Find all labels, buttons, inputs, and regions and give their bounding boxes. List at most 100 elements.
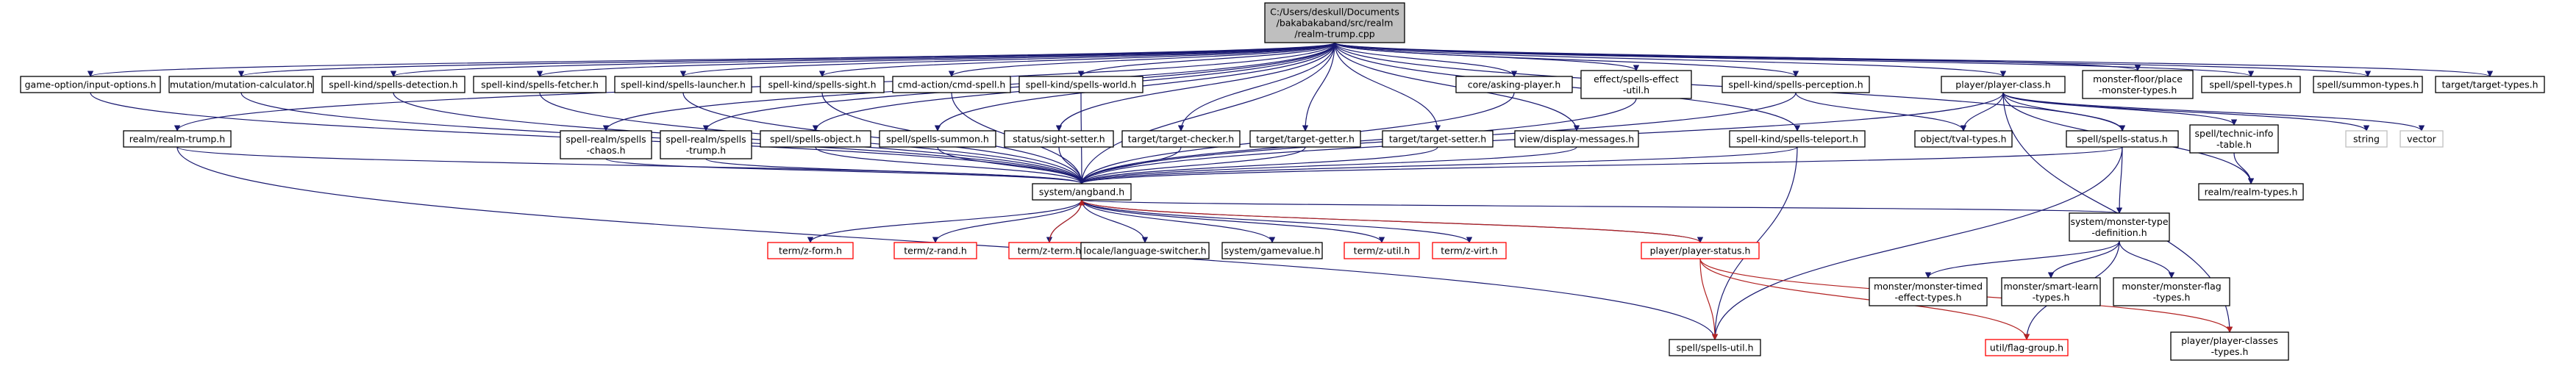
node-box (1080, 242, 1210, 259)
edge-line (1078, 42, 1335, 184)
node-label: -table.h (2216, 139, 2252, 150)
header-file-node[interactable]: monster/monster-timed-effect-types.h (1869, 277, 1988, 306)
header-file-node[interactable]: spell-kind/spells-teleport.h (1729, 130, 1866, 148)
header-file-node[interactable]: string (2345, 130, 2388, 148)
header-file-node[interactable]: spell-kind/spells-perception.h (1722, 76, 1870, 93)
header-file-node[interactable]: term/z-form.h (767, 242, 854, 259)
header-file-node[interactable]: system/angband.h (1032, 183, 1132, 201)
edge-line (1795, 92, 1967, 132)
header-file-node[interactable]: spell-kind/spells-detection.h (321, 76, 465, 93)
include-edge (1302, 42, 1335, 132)
edge-line (1924, 240, 2120, 279)
edge-line (2002, 92, 2370, 132)
include-edge (1960, 92, 2004, 132)
node-label: -types.h (2033, 292, 2070, 303)
node-label: effect/spells-effect (1594, 73, 1679, 85)
header-file-node[interactable]: player/player-classes-types.h (2170, 331, 2289, 361)
node-box (1032, 183, 1132, 201)
node-box (2066, 130, 2179, 148)
header-file-node[interactable]: vector (2400, 130, 2444, 148)
header-file-node[interactable]: effect/spells-effect-util.h (1580, 70, 1692, 99)
header-file-node[interactable]: spell/spell-types.h (2201, 76, 2301, 93)
header-file-node[interactable]: target/target-setter.h (1382, 130, 1494, 148)
header-file-node[interactable]: spell-realm/spells-chaos.h (560, 130, 652, 159)
include-edge (1080, 199, 2120, 214)
header-file-node[interactable]: target/target-types.h (2435, 76, 2545, 93)
header-file-node[interactable]: system/gamevalue.h (1221, 242, 1323, 259)
header-file-node[interactable]: spell/spells-object.h (760, 130, 871, 148)
node-box (1914, 130, 2013, 148)
header-file-node[interactable]: spell/spells-summon.h (879, 130, 996, 148)
edge-line (174, 42, 1335, 132)
edge-line (537, 42, 1335, 77)
node-box (2069, 212, 2170, 242)
header-file-node[interactable]: spell/spells-util.h (1669, 339, 1761, 356)
include-edge (605, 158, 1085, 184)
header-file-node[interactable]: cmd-action/cmd-spell.h (892, 76, 1011, 93)
header-file-node[interactable]: object/tval-types.h (1914, 130, 2013, 148)
header-file-node[interactable]: locale/language-switcher.h (1080, 242, 1210, 259)
header-file-node[interactable]: player/player-class.h (1941, 76, 2066, 93)
include-edge (932, 199, 1082, 243)
header-file-node[interactable]: spell/summon-types.h (2313, 76, 2423, 93)
include-edge (705, 158, 1085, 184)
node-label: /realm-trump.cpp (1294, 29, 1374, 40)
node-box (2435, 76, 2545, 93)
header-file-node[interactable]: target/target-checker.h (1121, 130, 1241, 148)
header-file-node[interactable]: game-option/input-options.h (20, 76, 161, 93)
header-file-node[interactable]: system/monster-type-definition.h (2069, 212, 2170, 242)
include-edge (390, 42, 1335, 77)
header-file-node[interactable]: term/z-util.h (1344, 242, 1420, 259)
header-file-node[interactable]: mutation/mutation-calculator.h (168, 76, 314, 93)
header-file-node[interactable]: target/target-getter.h (1249, 130, 1361, 148)
edge-line (2119, 240, 2175, 279)
header-file-node[interactable]: spell-kind/spells-fetcher.h (473, 76, 607, 93)
edge-line (1079, 146, 1798, 184)
header-file-node[interactable]: spell-kind/spells-launcher.h (614, 76, 752, 93)
header-file-node[interactable]: monster-floor/place-monster-types.h (2082, 70, 2194, 99)
header-file-node[interactable]: monster/smart-learn-types.h (2001, 277, 2101, 306)
header-file-node[interactable]: term/z-rand.h (893, 242, 977, 259)
header-file-node[interactable]: spell/spells-status.h (2066, 130, 2179, 148)
header-file-node[interactable]: realm/realm-types.h (2198, 183, 2304, 201)
node-label: target/target-types.h (2441, 79, 2538, 90)
header-file-node[interactable]: status/sight-setter.h (1004, 130, 1114, 148)
node-box (1669, 339, 1761, 356)
include-edge (807, 199, 1082, 243)
edge-line (1699, 258, 1719, 340)
node-box (660, 130, 752, 159)
node-label: target/target-setter.h (1389, 134, 1486, 145)
header-file-node[interactable]: term/z-virt.h (1432, 242, 1507, 259)
include-edge (1077, 42, 1335, 77)
header-file-node[interactable]: spell-kind/spells-world.h (1018, 76, 1143, 93)
node-label: realm/realm-types.h (2205, 187, 2298, 198)
node-box (879, 130, 996, 148)
node-label: spell-kind/spells-teleport.h (1736, 134, 1858, 145)
node-box (20, 76, 161, 93)
node-label: monster-floor/place (2093, 73, 2183, 85)
node-label: monster/smart-learn (2004, 281, 2099, 292)
node-label: core/asking-player.h (1468, 79, 1561, 90)
node-box (123, 130, 232, 148)
edge-line (1079, 199, 1701, 243)
header-file-node[interactable]: term/z-term.h (1008, 242, 1091, 259)
node-box (2113, 277, 2230, 306)
header-file-node[interactable]: monster/monster-flag-types.h (2113, 277, 2230, 306)
header-file-node[interactable]: spell/technic-info-table.h (2189, 124, 2279, 154)
node-label: -monster-types.h (2099, 85, 2177, 96)
node-box (1514, 130, 1639, 148)
header-file-node[interactable]: util/flag-group.h (1985, 339, 2069, 356)
header-file-node[interactable]: view/display-messages.h (1514, 130, 1639, 148)
header-file-node[interactable]: spell-kind/spells-sight.h (760, 76, 885, 93)
edge-line (1049, 199, 1085, 243)
node-box (1382, 130, 1494, 148)
node-label: util/flag-group.h (1990, 342, 2063, 353)
edge-line (1177, 42, 1335, 132)
header-file-node[interactable]: core/asking-player.h (1455, 76, 1573, 93)
header-file-node[interactable]: player/player-status.h (1641, 242, 1760, 259)
header-file-node[interactable]: realm/realm-trump.h (123, 130, 232, 148)
node-box (1249, 130, 1361, 148)
header-file-node[interactable]: spell-realm/spells-trump.h (660, 130, 752, 159)
include-edge (1334, 42, 1799, 77)
